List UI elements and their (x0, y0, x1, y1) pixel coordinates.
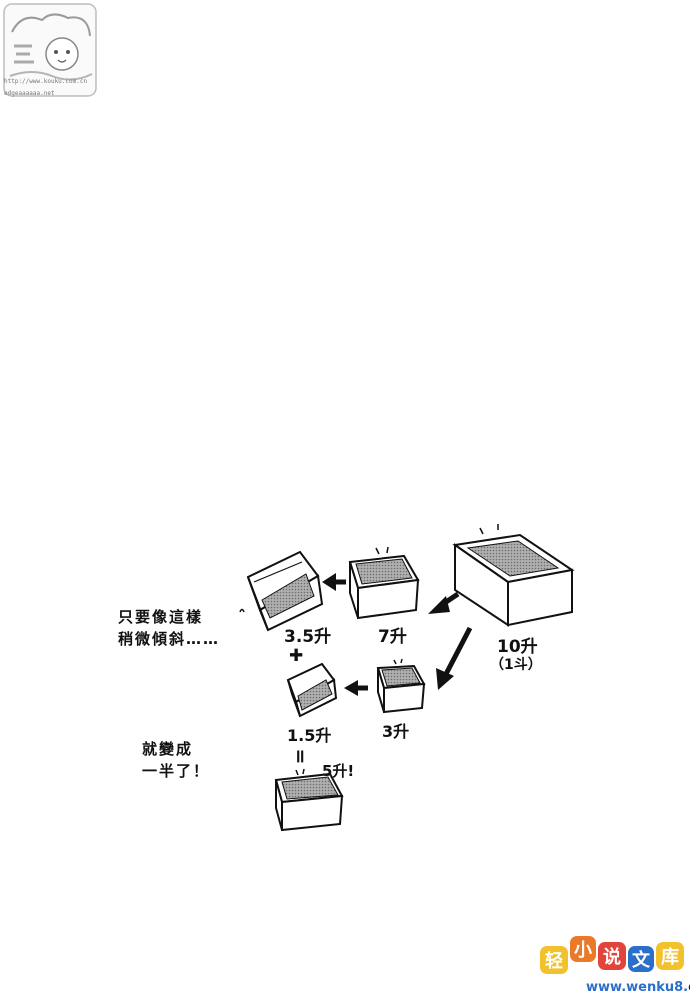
note-tilt-line1: 只要像這樣 (118, 608, 204, 626)
note-half-line1: 就變成 (142, 740, 194, 758)
box-7-sheng (348, 554, 420, 620)
watermark-char-3: 文 (632, 949, 651, 971)
arrow-10-to-7 (428, 591, 460, 614)
note-half: 就變成 一半了！ (142, 738, 210, 782)
scan-url-line1: http://www.kouku.com.cn (4, 78, 88, 85)
plus-sign: ✚ (289, 646, 304, 666)
splash-mark-5 (295, 768, 305, 776)
label-7-sheng: 7升 (378, 627, 407, 647)
box-tilted-3-5-sheng (246, 550, 324, 632)
note-tilt-line2: 稍微傾斜…… (118, 630, 221, 648)
watermark-char-2: 说 (603, 946, 621, 968)
scan-group-logo (3, 3, 97, 97)
watermark-char-0: 轻 (545, 950, 563, 972)
watermark-char-1: 小 (574, 940, 592, 961)
note-half-line2: 一半了！ (142, 762, 211, 780)
box-5-sheng (274, 772, 344, 832)
watermark-char-4: 库 (661, 946, 679, 968)
label-3-sheng: 3升 (382, 722, 410, 741)
label-1-dou: （1斗） (490, 657, 542, 673)
watermark-url: www.wenku8.cn (586, 980, 690, 995)
label-10-sheng: 10升 (497, 637, 538, 657)
arrow-10-to-3 (436, 626, 473, 690)
watermark-url-tld: cn (688, 980, 690, 995)
label-3-5-sheng: 3.5升 (284, 627, 332, 647)
scan-url-line2: edgeaaaaaa.net (4, 90, 55, 97)
splash-mark-3 (393, 658, 403, 665)
box-tilted-1-5-sheng (286, 662, 338, 718)
note-tilt: 只要像這樣 稍微傾斜…… (118, 606, 220, 650)
watermark-url-main: www.wenku8. (586, 980, 689, 995)
label-1-5-sheng: 1.5升 (287, 726, 332, 745)
box-3-sheng (376, 664, 426, 714)
wenku8-watermark-logo: 轻 小 说 文 库 (540, 936, 684, 974)
label-5-sheng: 5升! (322, 762, 355, 780)
arrow-7-to-tilt (322, 573, 346, 591)
box-10-sheng (452, 533, 575, 627)
splash-mark-7 (375, 546, 389, 555)
equals-sign: ॥ (294, 746, 305, 767)
arrow-3-to-tilt (344, 680, 368, 696)
splash-mark-10 (479, 524, 499, 535)
